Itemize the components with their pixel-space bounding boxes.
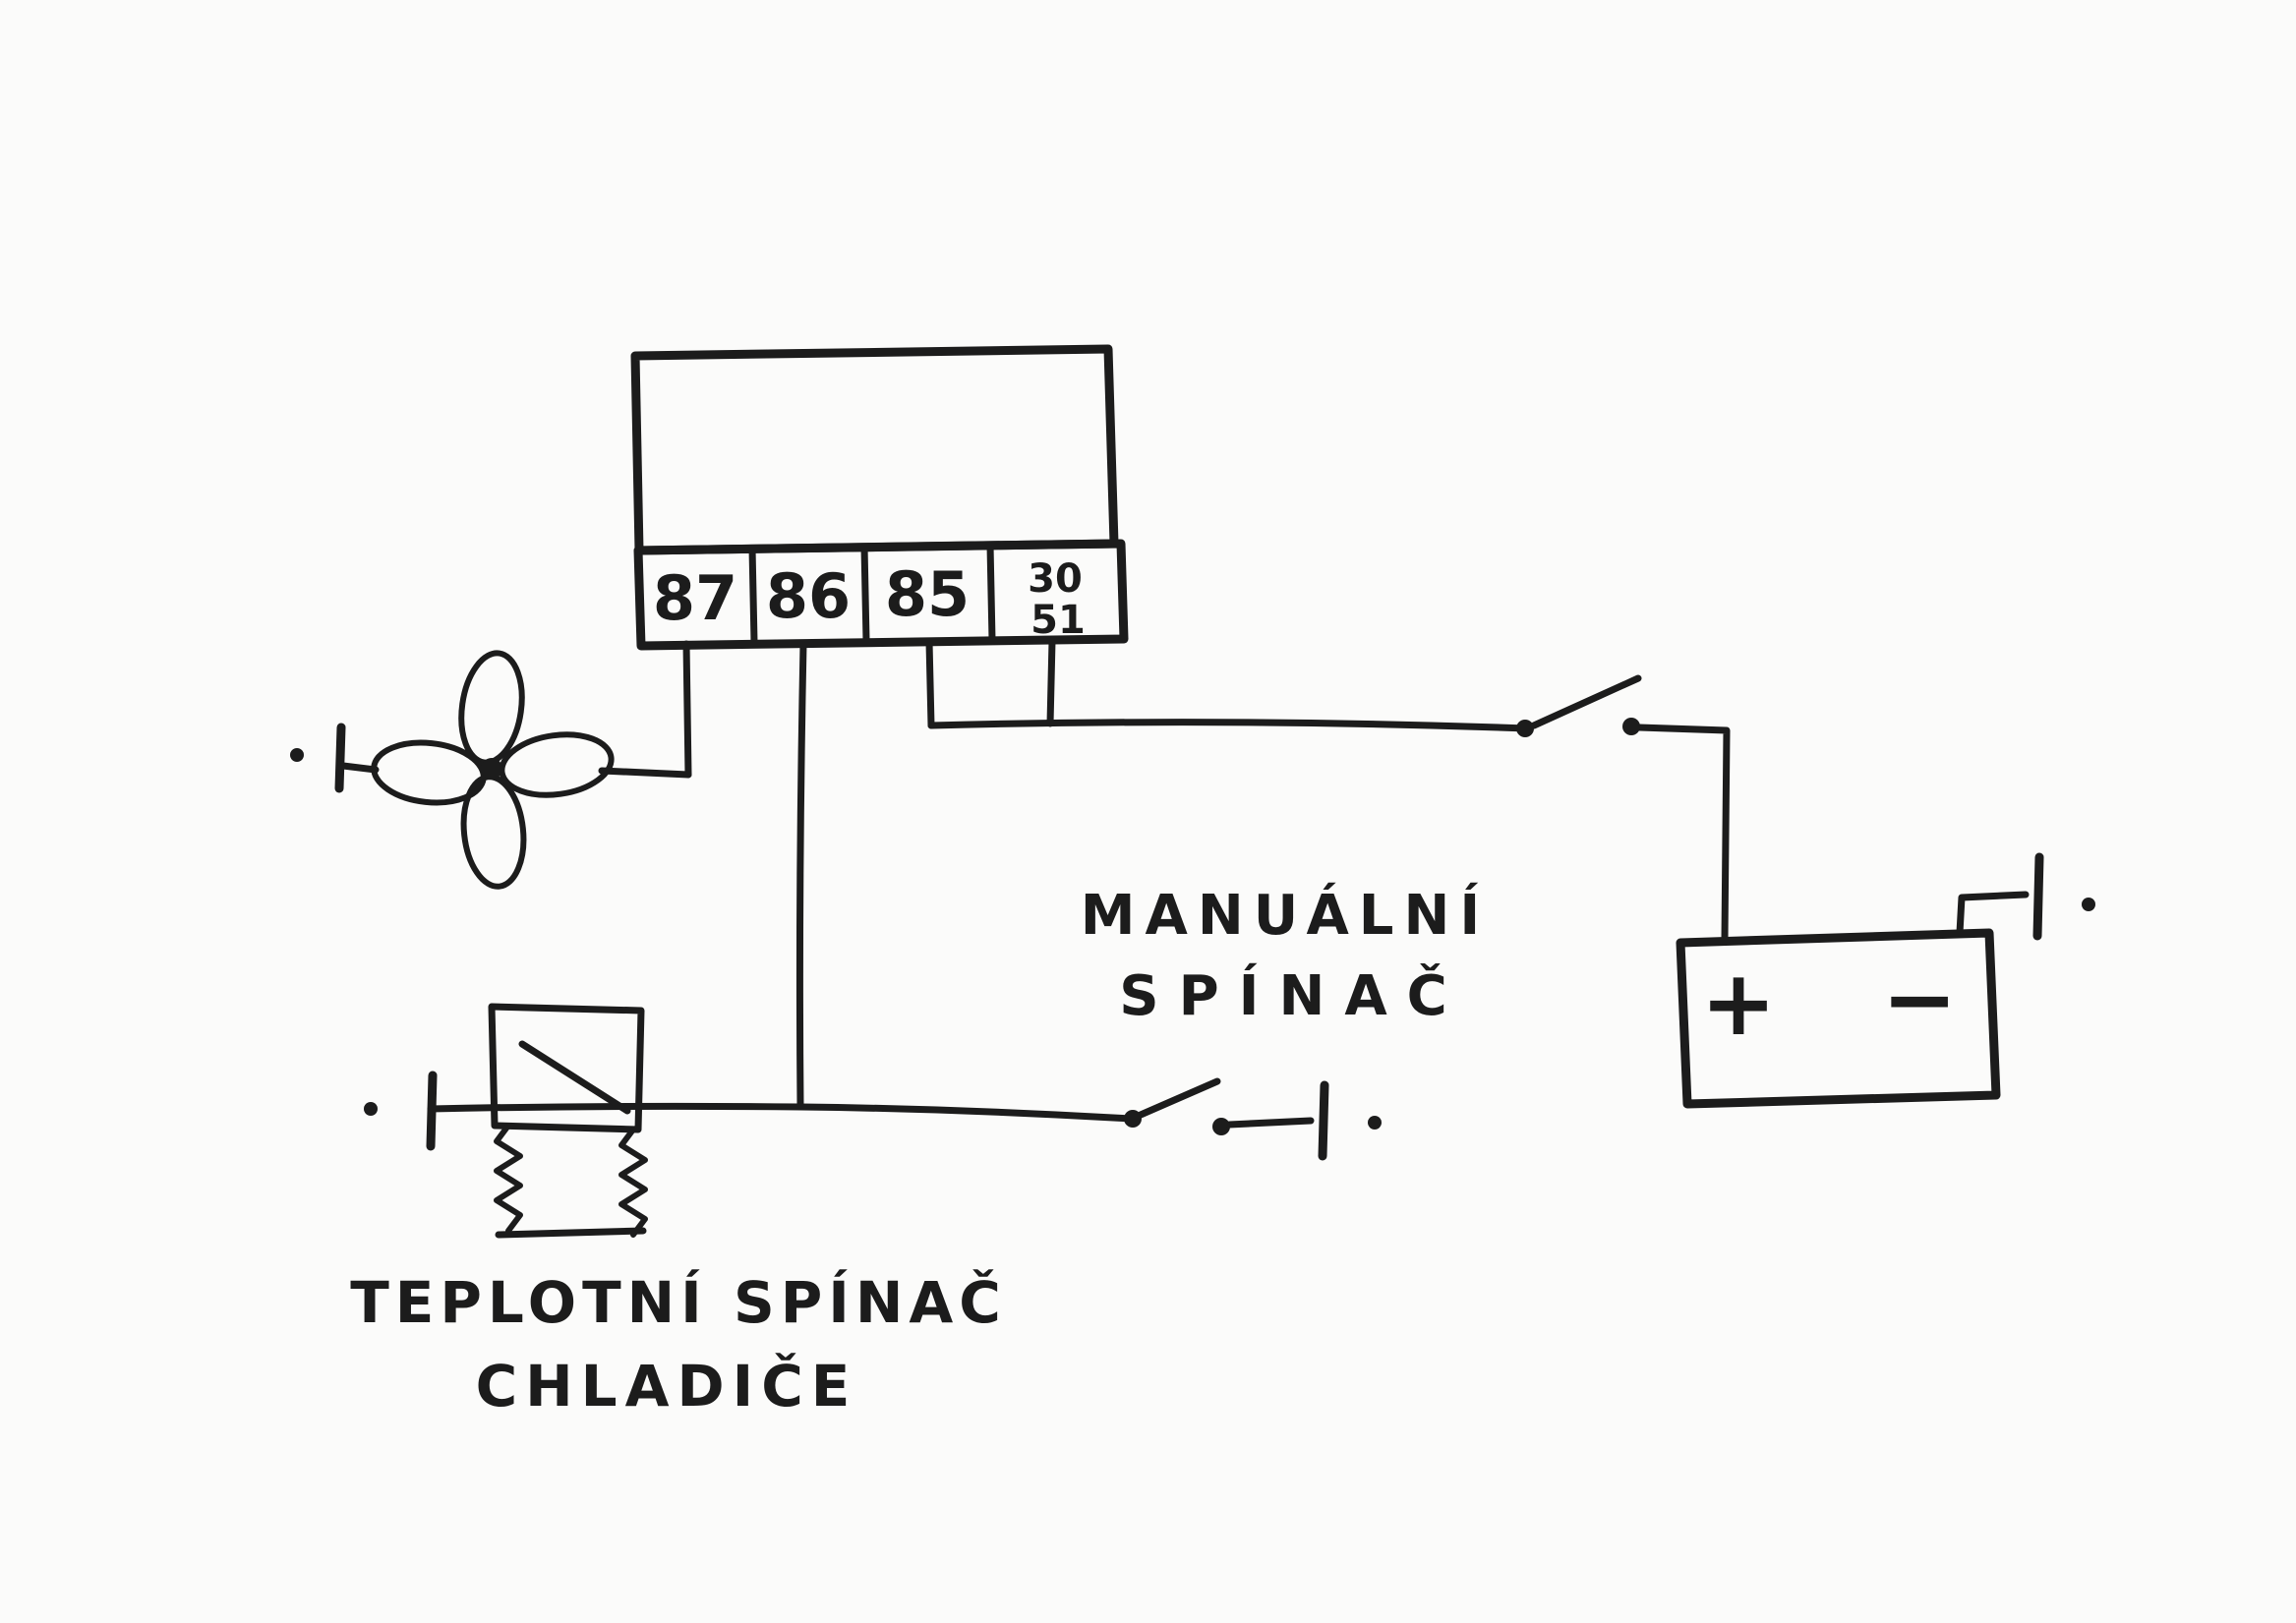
fan-blade-right xyxy=(499,731,615,798)
wire-bottom-bus xyxy=(427,1102,1135,1123)
relay-body xyxy=(630,344,1119,555)
upper-switch-blade xyxy=(1530,674,1642,729)
wire-terminal-86-down xyxy=(795,640,807,1111)
upper-switch-left-contact xyxy=(1516,720,1534,737)
terminal-51-label: 51 xyxy=(1030,598,1086,643)
battery-minus-label: − xyxy=(1881,947,1957,1052)
wire-battery-minus-to-ground xyxy=(1956,891,2030,937)
terminal-87-label: 87 xyxy=(653,562,737,634)
temp-switch-coil-right xyxy=(618,1127,648,1238)
relay: 87 86 85 30 51 xyxy=(630,344,1129,651)
fan-hub xyxy=(481,758,502,780)
ground-battery-dot xyxy=(2082,898,2095,911)
wire-terminal-30-down xyxy=(1046,637,1056,727)
ground-fan-wire xyxy=(339,762,380,774)
battery: + − xyxy=(1676,891,2030,1109)
terminal-86-label: 86 xyxy=(766,560,851,632)
wires xyxy=(427,637,1531,1123)
terminal-30-label: 30 xyxy=(1028,556,1083,602)
temp-switch-box xyxy=(488,1003,645,1133)
temp-switch-label-line1: TEPLOTNÍ SPÍNAČ xyxy=(350,1268,1007,1336)
ground-manual-bar xyxy=(1318,1080,1329,1161)
ground-symbol-battery xyxy=(2032,852,2095,941)
annotations: MANUÁLNÍ SPÍNAČ TEPLOTNÍ SPÍNAČ CHLADIČE xyxy=(350,883,1490,1420)
temp-switch-coil-bottom-wire xyxy=(495,1227,647,1239)
ground-temp-bar xyxy=(426,1071,438,1151)
battery-plus-label: + xyxy=(1700,951,1776,1056)
ground-symbol-fan xyxy=(290,723,380,793)
temp-switch-blade xyxy=(518,1040,631,1115)
terminal-divider-2 xyxy=(860,543,870,645)
temp-switch-label-line2: CHLADIČE xyxy=(476,1352,858,1420)
ground-temp-dot xyxy=(364,1102,378,1116)
terminal-divider-3 xyxy=(986,542,996,644)
terminal-85-label: 85 xyxy=(885,558,970,630)
manual-switch-right-contact xyxy=(1212,1118,1230,1135)
fan-icon xyxy=(371,650,615,890)
switch-30-to-battery xyxy=(1516,674,1731,943)
ground-fan-bar xyxy=(334,723,346,793)
wire-switch-to-battery xyxy=(1635,724,1731,943)
wire-terminal-87-down xyxy=(682,640,692,779)
manual-switch-label-line2: SPÍNAČ xyxy=(1119,963,1467,1028)
ground-symbol-manual-switch xyxy=(1318,1080,1382,1161)
manual-switch-label-line1: MANUÁLNÍ xyxy=(1081,883,1490,948)
ground-manual-dot xyxy=(1368,1116,1382,1130)
temperature-switch xyxy=(488,1003,648,1239)
temp-switch-coil-left xyxy=(494,1123,523,1234)
terminal-divider-1 xyxy=(748,545,758,646)
manual-switch-symbol xyxy=(1124,1077,1315,1135)
battery-body xyxy=(1676,928,2001,1109)
wire-85-to-upper-switch xyxy=(927,719,1531,732)
relay-terminal-strip xyxy=(633,539,1129,651)
wire-manual-switch-to-ground xyxy=(1225,1117,1315,1129)
wire-87-to-fan xyxy=(598,767,692,779)
ground-fan-dot xyxy=(290,748,304,762)
manual-switch-left-contact xyxy=(1124,1110,1142,1128)
upper-switch-right-contact xyxy=(1622,718,1640,735)
ground-battery-bar xyxy=(2032,852,2044,941)
ground-symbol-temp-switch xyxy=(364,1071,438,1151)
manual-switch-blade xyxy=(1137,1077,1221,1119)
wire-terminal-85-down xyxy=(925,638,935,729)
